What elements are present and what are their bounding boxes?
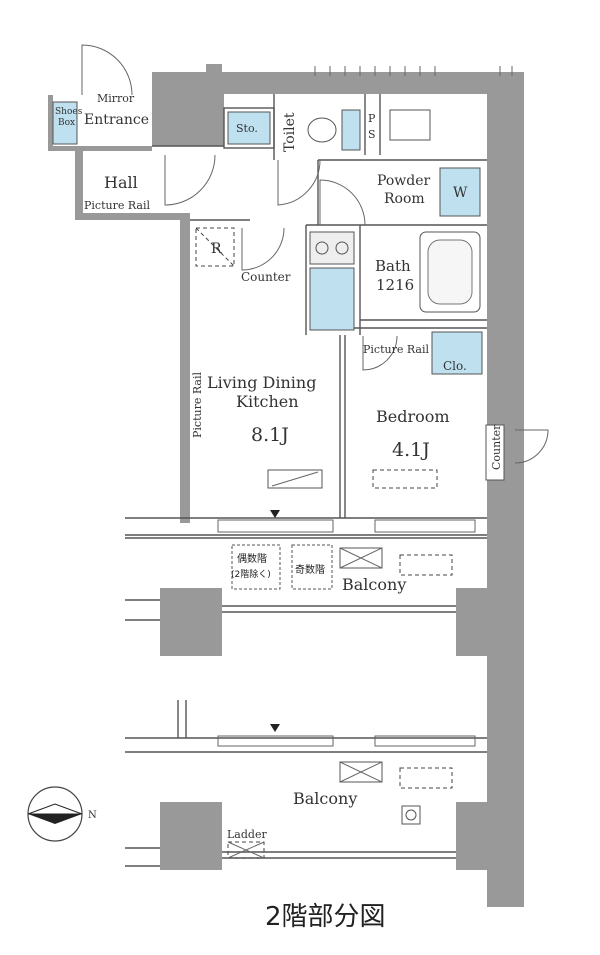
interior-walls <box>125 94 487 867</box>
refrigerator-cross-icon <box>195 227 235 267</box>
ldk-west-wall <box>180 215 190 523</box>
bedroom-counter <box>485 424 505 481</box>
balcony-pillar-left <box>160 588 222 656</box>
entrance-west-wall <box>48 95 53 150</box>
stove-burner-icon <box>315 241 329 255</box>
ps-label: P <box>368 112 376 125</box>
powder-room-label: Powder <box>377 173 431 189</box>
balcony-lower-label: Balcony <box>293 789 357 808</box>
ldk-label: Kitchen <box>236 392 299 411</box>
odd-floor-hatch <box>291 544 333 590</box>
hall-west-wall <box>75 150 83 220</box>
even-floor-hatch-label: (2階除く) <box>231 568 271 580</box>
drain-outlet-icon <box>401 805 421 825</box>
bedroom-label: Bedroom <box>376 407 450 426</box>
top-ticks <box>314 66 513 76</box>
north-wall <box>152 72 524 94</box>
kitchen-stove <box>309 231 355 265</box>
shoes-box <box>52 101 78 145</box>
entry-wall-block <box>152 94 224 146</box>
refrigerator-label: R <box>211 241 222 257</box>
bedroom-size-label: 4.1J <box>392 439 430 461</box>
hall-south-wall <box>75 213 190 220</box>
drain-outlet-circle <box>405 809 417 821</box>
storage-label: Sto. <box>236 122 258 135</box>
toilet-label: Toilet <box>282 112 298 152</box>
north-label: N <box>88 810 97 821</box>
ldk-size-label: 8.1J <box>251 424 289 446</box>
even-floor-hatch <box>231 544 281 590</box>
ldk-label: Living Dining <box>207 373 316 392</box>
mirror-label: Mirror <box>97 92 135 105</box>
bedroom-picture-rail-label: Picture Rail <box>363 343 429 356</box>
counter-kitchen-label: Counter <box>241 270 291 284</box>
ldk-picture-rail-label: Picture Rail <box>191 372 204 438</box>
ladder-cross-icon <box>227 841 265 859</box>
ps-label: S <box>368 128 376 141</box>
balcony-pillar-right <box>456 588 524 656</box>
shoes-box-label: Shoes <box>55 107 83 117</box>
hall-picture-rail-label: Picture Rail <box>84 199 150 212</box>
window-marker-icon <box>270 510 280 518</box>
bath-label: Bath <box>375 257 411 275</box>
closet <box>431 331 483 375</box>
refrigerator-space <box>195 227 235 267</box>
hall-label: Hall <box>104 173 138 192</box>
entrance-label: Entrance <box>84 112 149 128</box>
ac-unit-lower-cross <box>339 761 383 783</box>
lower-pillar-left <box>160 802 222 870</box>
toilet-tank <box>341 109 361 151</box>
kitchen-sink <box>309 267 355 331</box>
storage-cabinet <box>227 111 271 145</box>
washer-space <box>439 167 481 217</box>
entrance-south-wall <box>48 146 152 151</box>
washer-label: W <box>453 185 468 201</box>
shoes-box-label: Box <box>58 118 75 128</box>
odd-floor-hatch-label: 奇数階 <box>295 563 325 576</box>
washbasin <box>389 109 431 141</box>
north-wall-notch <box>206 64 222 94</box>
bedroom-vent <box>372 469 438 489</box>
ac-outdoor-lower <box>399 767 453 789</box>
east-wall <box>487 72 524 907</box>
stove-burner-icon <box>335 241 349 255</box>
caption: 2階部分図 <box>265 902 386 932</box>
ac-outdoor-upper <box>399 554 453 576</box>
window-marker-lower-icon <box>270 724 280 732</box>
lower-pillar-right <box>456 802 524 870</box>
powder-room-label: Room <box>384 191 425 207</box>
door-swings <box>81 44 549 464</box>
ac-unit-upper-cross <box>339 547 383 569</box>
window-frames <box>217 519 476 747</box>
bathtub-inner <box>427 239 473 305</box>
north-arrow-icon <box>27 786 83 842</box>
bath-label: 1216 <box>376 276 414 294</box>
ladder-label: Ladder <box>227 828 267 841</box>
ladder-hatch <box>227 841 265 859</box>
counter-bedroom-label: Counter <box>490 424 503 470</box>
balcony-upper-label: Balcony <box>342 575 406 594</box>
closet-label: Clo. <box>443 359 467 373</box>
toilet-bowl <box>307 117 337 143</box>
ldk-vent-slash <box>271 471 319 487</box>
even-floor-hatch-label: 偶数階 <box>237 552 267 565</box>
